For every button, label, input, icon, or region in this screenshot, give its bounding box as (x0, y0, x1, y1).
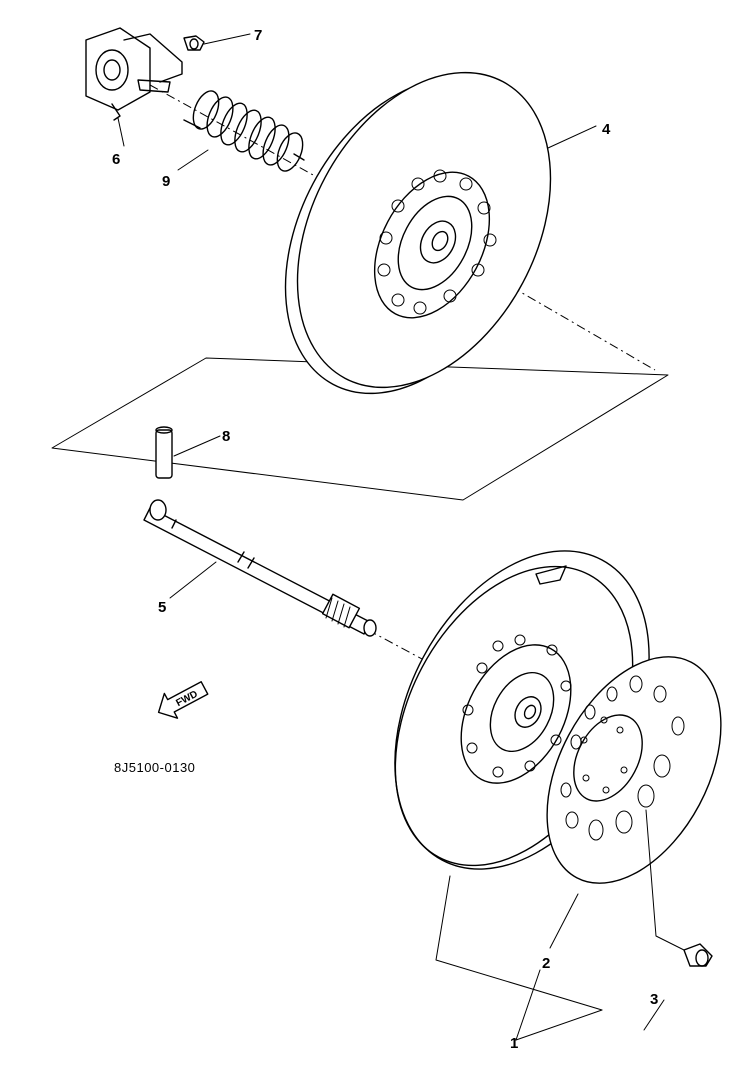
callout-2: 2 (542, 955, 550, 972)
callout-1: 1 (510, 1035, 518, 1052)
brake-disc (546, 656, 722, 884)
callout-7: 7 (254, 27, 262, 44)
callout-4: 4 (602, 121, 611, 138)
callout-5: 5 (158, 599, 166, 616)
secondary-shaft (143, 499, 377, 637)
callout-8: 8 (222, 428, 230, 445)
reference-plane (51, 357, 669, 501)
callout-3: 3 (650, 991, 658, 1008)
bolt (683, 943, 713, 967)
slider (183, 35, 205, 51)
callout-6: 6 (112, 151, 120, 168)
fwd-arrow-icon: FWD (157, 681, 209, 719)
callout-9: 9 (162, 173, 170, 190)
axis-line-to-plane (461, 257, 656, 371)
sliding-sheave (284, 71, 552, 395)
compression-spring (183, 90, 305, 172)
spring-seat (85, 27, 183, 121)
drawing-code: 8J5100-0130 (114, 760, 195, 775)
pin (155, 426, 173, 479)
leader-lines (117, 33, 685, 1041)
fwd-label: FWD (174, 689, 199, 709)
